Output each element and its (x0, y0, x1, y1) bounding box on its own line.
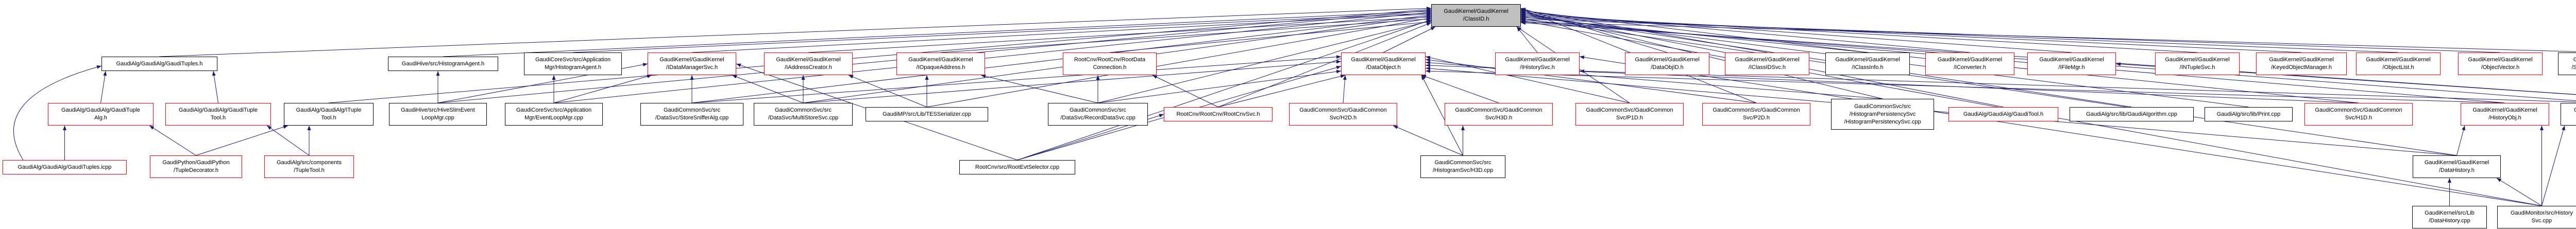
edge-p5-to-m11 (1393, 125, 1463, 156)
edge-n6-to-root (940, 17, 1432, 53)
edge-p6-to-root (1520, 17, 2457, 156)
graph-node-rootdataconnection-h[interactable]: RootCnv/RootCnv/RootData Connection.h (1063, 52, 1157, 75)
edge-n19-to-root (1520, 20, 2576, 52)
edge-p4-to-root (1017, 19, 1432, 161)
graph-node-idatamanagersvc-h[interactable]: GaudiKernel/GaudiKernel /IDataManagerSvc… (648, 52, 736, 75)
graph-node-keyedobjectmanager-h[interactable]: GaudiKernel/GaudiKernel /KeyedObjectMana… (2256, 52, 2347, 75)
graph-node-hive-histogramagent-h[interactable]: GaudiHive/src/HistogramAgent.h (388, 57, 498, 71)
graph-node-sharedobjectscontainer-h[interactable]: GaudiKernel/GaudiKernel /SharedObjectsCo… (2558, 52, 2576, 75)
graph-node-intuplesvc-h[interactable]: GaudiKernel/GaudiKernel /INTupleSvc.h (2155, 52, 2240, 75)
graph-node-iaddresscreator-h[interactable]: GaudiKernel/GaudiKernel /IAddressCreator… (764, 52, 853, 75)
edge-n4-to-root (691, 12, 1432, 53)
edge-n5-to-root (808, 15, 1432, 53)
graph-node-components-tupletool-h[interactable]: GaudiAlg/src/components /TupleTool.h (264, 155, 354, 178)
edge-n3-to-root (572, 11, 1432, 53)
graph-node-historyobj-h[interactable]: GaudiKernel/GaudiKernel /HistoryObj.h (2461, 103, 2549, 126)
graph-node-datahistory-h[interactable]: GaudiKernel/GaudiKernel /DataHistory.h (2413, 155, 2501, 178)
edge-m20-to-n8 (1425, 69, 2505, 103)
edge-m2-to-n1 (212, 71, 218, 103)
edge-n16-to-root (1520, 14, 2302, 53)
edge-m5-to-root (553, 10, 1432, 103)
edge-m10-to-n7 (1152, 75, 1218, 108)
graph-node-monitor-historysvc-h[interactable]: GaudiMonitor/src/History Svc.h (2561, 103, 2576, 126)
graph-node-ifilemgr-h[interactable]: GaudiKernel/GaudiKernel /IFileMgr.h (2027, 52, 2116, 75)
edge-q2-to-p6 (2496, 178, 2542, 206)
edge-q2-to-m21 (2541, 125, 2565, 206)
edge-p3-to-m2 (266, 125, 310, 156)
edge-m11-to-n8 (1343, 75, 1347, 103)
graph-node-p1d-h[interactable]: GaudiCommonSvc/GaudiCommon Svc/P1D.h (1575, 103, 1684, 126)
graph-node-gaudialgorithm-cpp[interactable]: GaudiAlg/src/lib/GaudiAlgorithm.cpp (2070, 107, 2194, 121)
graph-node-histogrampersistencysvc-cpp[interactable]: GaudiCommonSvc/src /HistogramPersistency… (1831, 99, 1934, 130)
edge-p6-to-m20 (2456, 125, 2466, 156)
graph-node-p2d-h[interactable]: GaudiCommonSvc/GaudiCommon Svc/P2D.h (1702, 103, 1810, 126)
edge-m9-to-n6 (980, 74, 1098, 103)
edge-p5-to-n8 (1421, 75, 1463, 156)
edge-n10-to-root (1520, 8, 1668, 53)
graph-node-gaudituples-icpp[interactable]: GaudiAlg/GaudiAlg/GaudiTuples.icpp (3, 160, 127, 174)
graph-node-tupledecorator-h[interactable]: GaudiPython/GaudiPython /TupleDecorator.… (150, 155, 242, 178)
graph-node-recorddatasvc-cpp[interactable]: GaudiCommonSvc/src /DataSvc/RecordDataSv… (1048, 103, 1148, 126)
graph-node-storesnifferalg-cpp[interactable]: GaudiCommonSvc/src /DataSvc/StoreSniffer… (640, 103, 743, 126)
graph-node-ihistorysvc-h[interactable]: GaudiKernel/GaudiKernel /IHistorySvc.h (1495, 52, 1580, 75)
graph-node-tesserializer-cpp[interactable]: GaudiMP/src/Lib/TESSerializer.cpp (866, 107, 988, 121)
graph-node-dataobjid-h[interactable]: GaudiKernel/GaudiKernel /DataObjID.h (1625, 52, 1709, 75)
edge-p1-to-n1-curve (13, 65, 102, 161)
edge-m7-to-n8 (803, 60, 1342, 103)
edge-p2-to-m1 (149, 125, 196, 156)
graph-node-multistoresvc-cpp[interactable]: GaudiCommonSvc/src /DataSvc/MultiStoreSv… (754, 103, 853, 126)
edge-m12-to-n8 (1421, 75, 1499, 103)
edge-m7-to-n4 (732, 75, 804, 103)
graph-node-gaudituple-tool-h[interactable]: GaudiAlg/GaudiAlg/GaudiTuple Tool.h (165, 103, 271, 126)
graph-node-rootevtselector-cpp[interactable]: RootCnv/src/RootEvtSelector.cpp (959, 160, 1075, 174)
edge-m13-to-n8 (1425, 56, 1630, 103)
edge-m10-to-n8 (1218, 74, 1346, 108)
edge-m3-to-root (328, 8, 1432, 103)
graph-node-datahistory-cpp[interactable]: GaudiKernel/src/Lib /DataHistory.cpp (2412, 206, 2487, 228)
edge-m8-to-n5 (848, 75, 927, 108)
graph-node-gaudituples-h[interactable]: GaudiAlg/GaudiAlg/GaudiTuples.h (101, 57, 217, 71)
graph-node-iclassinfo-h[interactable]: GaudiKernel/GaudiKernel /IClassInfo.h (1825, 52, 1910, 75)
edge-m1-to-n1 (100, 71, 107, 103)
graph-node-gauditool-h[interactable]: GaudiAlg/GaudiAlg/GaudiTool.h (1948, 107, 2058, 121)
graph-node-print-cpp[interactable]: GaudiAlg/src/lib/Print.cpp (2205, 107, 2293, 121)
graph-node-monitor-historysvc-cpp[interactable]: GaudiMonitor/src/History Svc.cpp (2497, 206, 2576, 228)
graph-node-classid-h: GaudiKernel/GaudiKernel /ClassID.h (1431, 4, 1521, 27)
edge-n17-to-root (1520, 16, 2399, 53)
graph-node-h3d-cpp[interactable]: GaudiCommonSvc/src /HistogramSvc/H3D.cpp (1420, 155, 1505, 178)
edge-m6-to-n8 (691, 55, 1342, 103)
graph-node-iopaqueaddress-h[interactable]: GaudiKernel/GaudiKernel /IOpaqueAddress.… (896, 52, 985, 75)
graph-node-rootcnvsvc-h[interactable]: RootCnv/RootCnv/RootCnvSvc.h (1164, 107, 1273, 121)
edge-m6-to-root (691, 13, 1432, 103)
graph-node-appmgr-histogramagent-h[interactable]: GaudiCoreSvc/src/Application Mgr/Histogr… (524, 52, 622, 75)
edge-p2-to-m3 (196, 125, 289, 156)
graph-node-dataobject-h[interactable]: GaudiKernel/GaudiKernel /DataObject.h (1341, 52, 1426, 75)
graph-node-iconverter-h[interactable]: GaudiKernel/GaudiKernel /IConverter.h (1925, 52, 2014, 75)
graph-node-h1d-h[interactable]: GaudiCommonSvc/GaudiCommon Svc/H1D.h (2304, 103, 2413, 126)
graph-node-h3d-h[interactable]: GaudiCommonSvc/GaudiCommon Svc/H3D.h (1445, 103, 1553, 126)
edge-m21-to-n9 (1579, 69, 2576, 102)
edge-m8-to-root (926, 16, 1432, 108)
graph-node-h2d-h[interactable]: GaudiCommonSvc/GaudiCommon Svc/H2D.h (1289, 103, 1397, 126)
graph-node-gaudituplealg-h[interactable]: GaudiAlg/GaudiAlg/GaudiTuple Alg.h (48, 103, 154, 126)
edge-n9-to-root (1516, 26, 1538, 53)
graph-node-hiveslimeventloopmgr-cpp[interactable]: GaudiHive/src/HiveSlimEvent LoopMgr.cpp (389, 103, 487, 126)
edge-n7-to-root (1109, 20, 1432, 53)
edge-m10-to-root (1218, 22, 1432, 108)
edge-n15-to-root (1520, 13, 2198, 53)
graph-node-objectvector-h[interactable]: GaudiKernel/GaudiKernel /ObjectVector.h (2458, 52, 2543, 75)
edge-n8-to-root (1383, 26, 1436, 53)
graph-node-eventloopmgr-cpp[interactable]: GaudiCoreSvc/src/Application Mgr/EventLo… (505, 103, 603, 126)
graph-node-iclassidsvc-h[interactable]: GaudiKernel/GaudiKernel /IClassIDSvc.h (1725, 52, 1809, 75)
edge-n2-to-root (443, 9, 1432, 57)
edge-m9-to-n8 (1097, 69, 1342, 103)
graph-node-objectlist-h[interactable]: GaudiKernel/GaudiKernel /ObjectList.h (2356, 52, 2441, 75)
edge-m5-to-n4 (553, 75, 652, 103)
edge-n1-to-root (159, 6, 1432, 57)
graph-node-ituple-tool-h[interactable]: GaudiAlg/GaudiAlg/ITuple Tool.h (284, 103, 374, 126)
edge-q2-to-n9 (1579, 55, 2542, 206)
edge-p6-to-n8 (1425, 66, 2457, 156)
